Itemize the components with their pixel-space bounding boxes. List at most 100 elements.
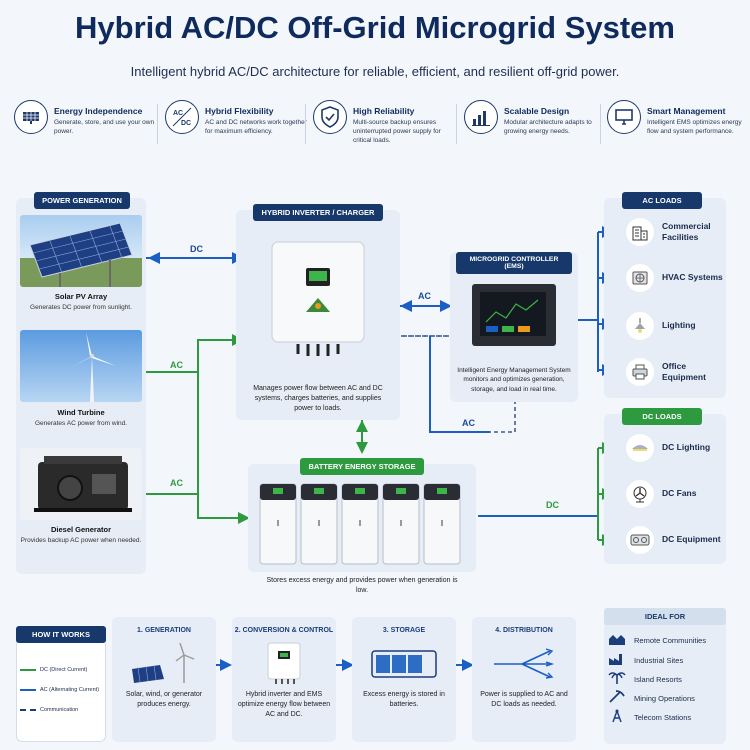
ideal-for-tag: IDEAL FOR: [604, 608, 726, 625]
legend-label: Communication: [40, 707, 79, 713]
solar-pv-name: Solar PV Array: [54, 292, 108, 301]
battery-icon: [371, 650, 437, 678]
feature-desc: Modular architecture adapts to growing e…: [504, 119, 592, 135]
ideal-item: Telecom Stations: [608, 709, 691, 725]
monitor-icon: [607, 100, 641, 134]
inverter-illustration: [271, 241, 365, 356]
controller-tag: MICROGRID CONTROLLER (EMS): [456, 252, 572, 274]
diesel-generator-desc: Provides backup AC power when needed.: [20, 537, 142, 544]
bar-chart-icon: [464, 100, 498, 134]
legend-swatch: [20, 669, 36, 671]
solar-panel-icon: [14, 100, 48, 134]
load-label: DC Fans: [662, 488, 697, 499]
ideal-label: Remote Communities: [634, 635, 707, 645]
battery-unit: [259, 483, 297, 565]
hvac-icon: [626, 264, 654, 292]
step-desc: Excess energy is stored in batteries.: [363, 691, 445, 709]
load-label: Lighting: [662, 320, 696, 331]
ideal-label: Mining Operations: [634, 693, 695, 703]
mining-icon: [608, 690, 626, 706]
divider: [157, 104, 158, 144]
ac-loads-tag: AC LOADS: [622, 192, 702, 209]
battery-tag: BATTERY ENERGY STORAGE: [300, 458, 424, 475]
divider: [456, 104, 457, 144]
ac-load-hvac: HVAC Systems: [626, 264, 726, 292]
power-generation-tag: POWER GENERATION: [34, 192, 130, 209]
dc-lamp-icon: [626, 434, 654, 462]
diesel-generator-name: Diesel Generator: [50, 525, 112, 534]
diesel-generator-image: [20, 448, 142, 520]
step-conversion: 2. CONVERSION & CONTROL Hybrid inverter …: [232, 617, 336, 742]
ideal-item: Industrial Sites: [608, 652, 683, 668]
feature-title: Smart Management: [647, 106, 726, 116]
printer-icon: [626, 358, 654, 386]
ems-controller-illustration: [472, 284, 556, 346]
step-distribution: 4. DISTRIBUTION Power is supplied to AC …: [472, 617, 576, 742]
solar-pv-image: [20, 215, 142, 287]
controller-desc: Intelligent Energy Management System mon…: [457, 367, 571, 393]
page-subtitle: Intelligent hybrid AC/DC architecture fo…: [130, 64, 620, 79]
ac-dc-icon-bottom: DC: [181, 120, 191, 127]
how-it-works-panel: [16, 626, 106, 742]
wind-turbine-name: Wind Turbine: [57, 408, 105, 417]
feature-desc: Generate, store, and use your own power.: [54, 119, 155, 135]
legend-label: AC (Alternating Current): [40, 687, 99, 693]
step-title: 3. STORAGE: [382, 627, 426, 634]
ac-load-lighting: Lighting: [626, 312, 726, 340]
step-desc: Hybrid inverter and EMS optimize energy …: [237, 691, 331, 719]
palm-icon: [608, 671, 626, 687]
dc-load-equipment: DC Equipment: [626, 526, 726, 554]
step-desc: Solar, wind, or generator produces energ…: [125, 691, 203, 709]
load-label: Office Equipment: [662, 360, 706, 382]
feature-desc: Multi-source backup ensures uninterrupte…: [353, 119, 441, 144]
community-icon: [608, 632, 626, 648]
legend-swatch: [20, 689, 36, 691]
legend-item-ac: AC (Alternating Current): [20, 680, 104, 700]
battery-unit: [341, 483, 379, 565]
flow-label-ac: AC: [170, 360, 183, 370]
legend-item-dc: DC (Direct Current): [20, 660, 104, 680]
battery-unit: [423, 483, 461, 565]
ac-load-commercial: Commercial Facilities: [626, 218, 726, 246]
battery-unit: [300, 483, 338, 565]
ideal-label: Island Resorts: [634, 674, 682, 684]
feature-desc: Intelligent EMS optimizes energy flow an…: [647, 119, 742, 135]
battery-unit: [382, 483, 420, 565]
feature-title: Energy Independence: [54, 106, 143, 116]
shield-check-icon: [313, 100, 347, 134]
flow-label-ac: AC: [170, 478, 183, 488]
page-title: Hybrid AC/DC Off-Grid Microgrid System: [75, 10, 675, 45]
step-desc: Power is supplied to AC and DC loads as …: [480, 691, 568, 709]
load-label: HVAC Systems: [662, 272, 723, 283]
ideal-item: Island Resorts: [608, 671, 682, 687]
solar-pv-desc: Generates DC power from sunlight.: [30, 304, 132, 311]
distribution-arrows-icon: [494, 648, 555, 679]
ideal-item: Remote Communities: [608, 632, 706, 648]
ideal-item: Mining Operations: [608, 690, 695, 706]
flow-label-dc: DC: [190, 244, 203, 254]
feature-title: Hybrid Flexibility: [205, 106, 274, 116]
battery-stack: [259, 483, 461, 565]
step-title: 1. GENERATION: [137, 627, 191, 634]
dc-device-icon: [626, 526, 654, 554]
divider: [600, 104, 601, 144]
step-title: 2. CONVERSION & CONTROL: [234, 627, 334, 634]
wind-turbine-image: [20, 330, 142, 402]
legend: DC (Direct Current) AC (Alternating Curr…: [20, 660, 104, 720]
inverter-desc: Manages power flow between AC and DC sys…: [253, 385, 383, 413]
step-storage: 3. STORAGE Excess energy is stored in ba…: [352, 617, 456, 742]
feature-title: High Reliability: [353, 106, 415, 116]
ac-dc-icon-top: AC: [173, 110, 183, 117]
ac-loads-panel: [604, 198, 726, 398]
wind-turbine-desc: Generates AC power from wind.: [34, 420, 128, 427]
inverter-tag: HYBRID INVERTER / CHARGER: [253, 204, 383, 221]
ideal-label: Telecom Stations: [634, 712, 692, 722]
flow-label-dc: DC: [546, 500, 559, 510]
feature-title: Scalable Design: [504, 106, 570, 116]
load-label: DC Lighting: [662, 442, 711, 453]
how-it-works-tag: HOW IT WORKS: [16, 626, 106, 643]
